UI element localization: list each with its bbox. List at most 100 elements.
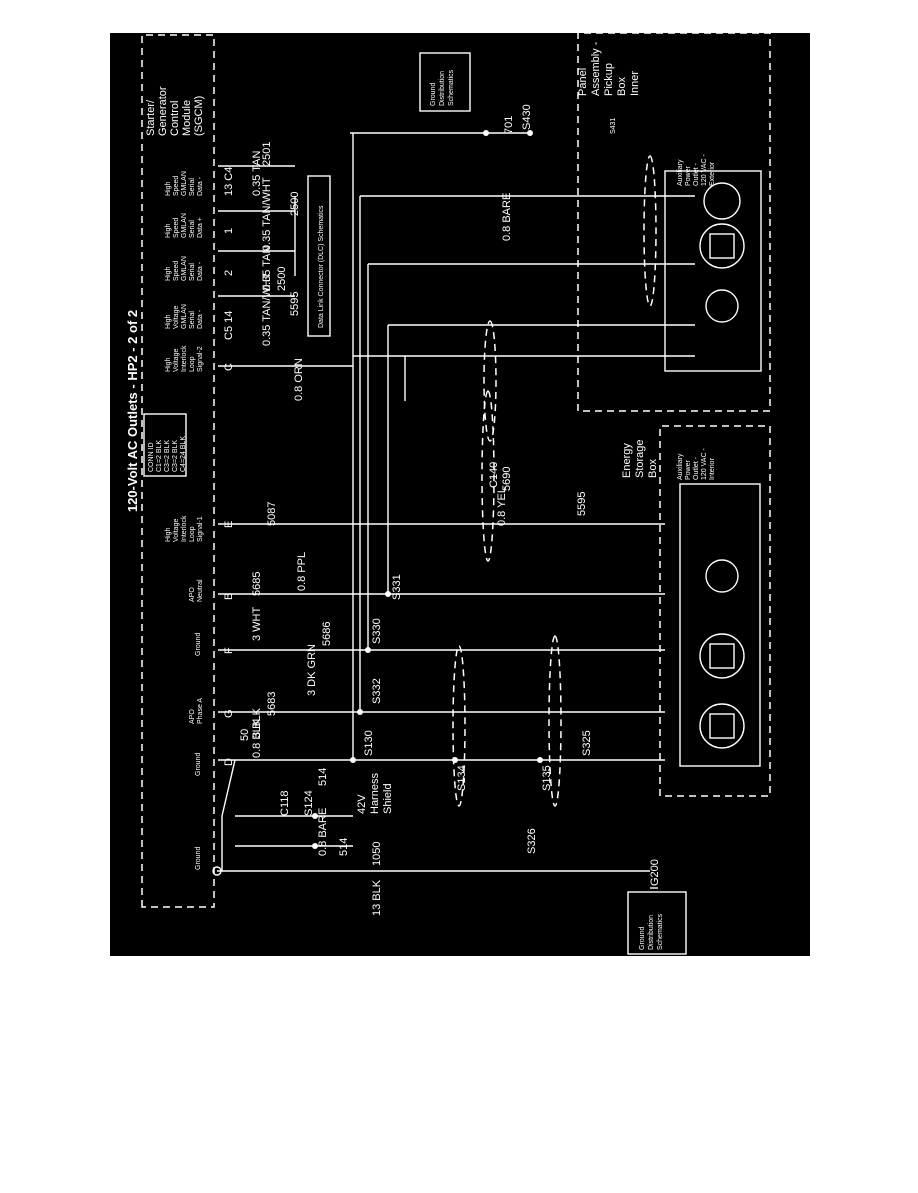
pin-label-ground-f: Ground [195,633,202,656]
module-name-line: Generator [157,86,169,136]
harness-shield-label: 42V Harness Shield [356,773,394,814]
pin-label-apo: APO [189,709,196,724]
wire-label: 2501 [261,142,273,166]
wire-label: 701 [503,116,515,134]
splice-label-s325: S325 [581,730,593,756]
panel-label-line: Assembly - [590,41,602,96]
pin-label-hvil2: Signal-2 [197,346,204,372]
wire-label: 2500 [276,267,288,291]
wire-label: 0.8 BLK [251,718,263,758]
wire-label: 3 BLK [251,707,263,738]
panel-label-line: Panel [577,68,589,96]
splice-label-s326: S326 [526,828,538,854]
wire-label: 0.8 BARE [317,808,329,856]
energy-label-line: Energy [621,443,633,478]
outlet-ext-label: Auxiliary [677,159,684,186]
pin-label-hv-serial: High [165,314,172,329]
pin-label-hs-serial-plus: Serial [189,220,196,238]
sgcm-box [141,34,215,908]
splice-label-s431: S431 [610,118,617,134]
pin-label-hvil1: Voltage [173,519,180,542]
pin-label-hv-serial: Data - [197,309,204,329]
receptacle-icon [703,182,741,220]
wire-label: 5683 [266,692,278,716]
pin-label-hs-serial-plus: Speed [173,218,180,238]
wire-label: 0.8 ORN [293,358,305,401]
panel-label-line: Box [616,77,628,96]
conn-id-row: C3=2 BLK [164,440,171,472]
conn-id-header: CONN ID [148,442,155,472]
dlc-box [307,175,331,337]
outlet-int-label: Interior [709,458,716,480]
pin-letter: D [223,758,235,766]
conn-id-row: C1=2 BLK [156,440,163,472]
outlet-exterior-box [664,170,762,372]
pin-letter: C [223,363,235,371]
ground-dist-top-label: Schematics [448,69,455,106]
outlet-ext-label: 120 VAC - [701,154,708,186]
panel-label-line: Pickup [603,63,615,96]
receptacle-icon [699,703,745,749]
pin-label-hv-serial: Serial [189,311,196,329]
pin-label-hs-serial: Speed [173,261,180,281]
module-name-line: (SGCM) [193,96,205,136]
outlet-ext-label: Exterior [709,161,716,186]
rotated-content: 120-Volt AC Outlets - HP2 - 2 of 2 Start… [125,32,771,955]
ground-point-g200: G200 [649,859,661,886]
harness-shield-line: 42V [356,794,368,814]
module-name-line: Control [169,101,181,136]
pin-label-ground: Ground [195,753,202,776]
ground-dist-bottom-box [627,891,687,955]
wire-label: 5087 [266,502,278,526]
pin-letter: C5 14 [223,311,235,340]
pin-label-hvil1: High [165,527,172,542]
ground-dist-bottom-label: Ground [639,927,646,950]
pin-letter: B [223,593,235,600]
pin-label-hs-serial-c4: Data - [197,176,204,196]
pin-label-apo: Phase A [197,698,204,724]
ground-dist-bottom-label: Distribution [648,915,655,950]
panel-assembly-box [577,32,771,412]
outlet-interior-box [679,483,761,767]
pin-label-hvil1: Interlock [181,515,188,542]
wire-label: 0.35 TAN [251,150,263,196]
ground-dist-bottom-label: Schematics [657,913,664,950]
wire-label: 5690 [501,467,513,491]
wire-label: 3 WHT [251,607,263,642]
resistor-icon [705,559,739,593]
pin-label-hs-serial-plus: Data + [197,217,204,238]
receptacle-icon [699,223,745,269]
panel-label: Panel Assembly - Pickup Box Inner [577,41,641,96]
conn-id-row: C4=24 BLK [180,436,187,472]
pin-letter: 2 [223,270,235,276]
diagram-background [110,33,810,956]
pin-label-hs-serial: Data - [197,261,204,281]
pin-label-hs-serial: High [165,266,172,281]
splice-dots [312,130,543,849]
pin-label-neutral: APO [189,587,196,602]
pin-label-hvil1: Signal-1 [197,516,204,542]
pin-label-ground-left: Ground [195,847,202,870]
wire-label: 5595 [289,292,301,316]
pin-label-hv-serial: Voltage [173,306,180,329]
wire-label: 5685 [251,572,263,596]
wire-label: 0.35 TAN/WHT [261,177,273,251]
pin-label-neutral: Neutral [197,579,204,602]
module-pins: Ground Ground APO Phase A Ground APO Neu… [165,171,204,870]
outlet-int-label: Outlet - [693,456,700,480]
pin-label-hvil2: High [165,357,172,372]
wire-label: 2500 [289,192,301,216]
pin-label-hs-serial-c4: Serial [189,178,196,196]
harness-shield-line: Harness [369,773,381,814]
resistor-icon [705,289,739,323]
receptacle-icon [699,633,745,679]
splice-label-s124: S124 [303,790,315,816]
dlc-box-label: Data Link Connector (DLC) Schematics [318,205,325,328]
splice-labels: S130 S332 S330 S331 S124 S134 S135 S326 … [303,104,617,854]
pin-label-hvil1: Loop [189,526,196,542]
wire-label: 0.35 TAN/WHT [261,272,273,346]
splice-label-s430: S430 [521,104,533,130]
pin-label-hs-serial: GMLAN [181,256,188,281]
energy-storage-box [659,425,771,797]
